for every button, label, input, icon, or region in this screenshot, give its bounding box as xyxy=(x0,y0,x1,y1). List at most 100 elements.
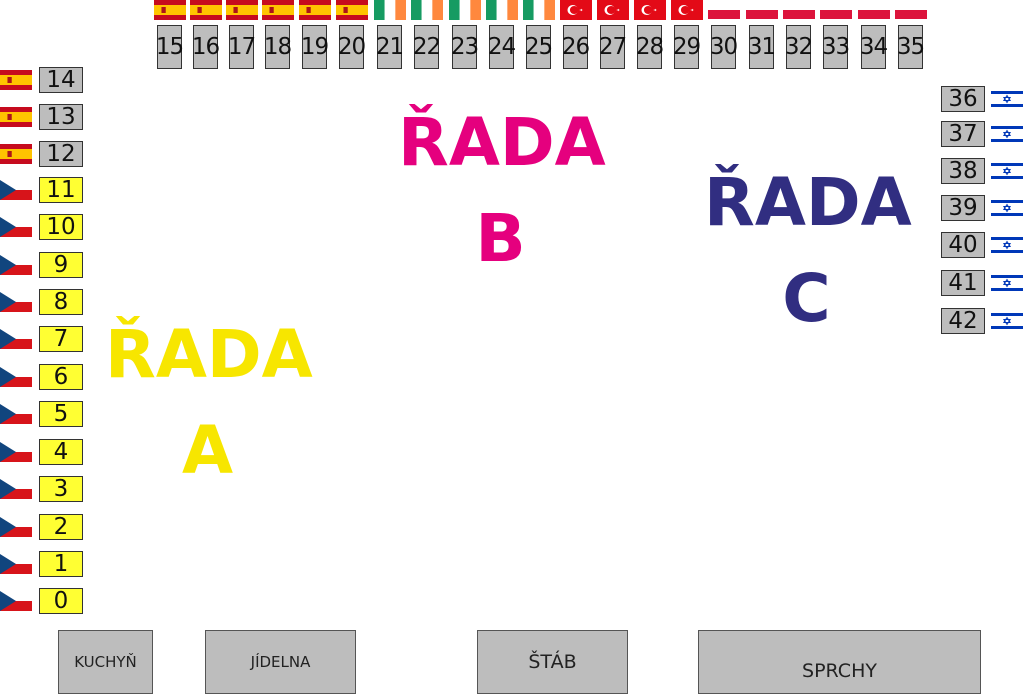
czech-flag-icon xyxy=(0,479,32,499)
czech-flag-icon xyxy=(0,367,32,387)
building-showers: SPRCHY xyxy=(698,630,981,694)
place-box-0: 0 xyxy=(39,588,83,614)
place-box-38: 38 xyxy=(941,158,985,184)
spain-flag-icon xyxy=(299,0,331,20)
place-box-12: 12 xyxy=(39,141,83,167)
israel-flag-icon xyxy=(991,161,1023,181)
red-stripe-flag-icon xyxy=(858,10,890,19)
spain-flag-icon xyxy=(190,0,222,20)
ireland-flag-icon xyxy=(523,0,555,20)
place-box-17: 17 xyxy=(228,25,256,69)
place-box-26: 26 xyxy=(562,25,590,69)
czech-flag-icon xyxy=(0,292,32,312)
red-stripe-flag-icon xyxy=(820,10,852,19)
building-kitchen: KUCHYŇ xyxy=(58,630,153,694)
place-box-27: 27 xyxy=(599,25,627,69)
row-a-letter: A xyxy=(181,412,234,489)
czech-flag-icon xyxy=(0,217,32,237)
israel-flag-icon xyxy=(991,273,1023,293)
turkey-flag-icon xyxy=(560,0,592,20)
place-box-14: 14 xyxy=(39,67,83,93)
building-staff-label: ŠTÁB xyxy=(528,651,577,673)
place-box-2: 2 xyxy=(39,514,83,540)
row-c-label: ŘADA C xyxy=(704,164,912,337)
place-box-20: 20 xyxy=(338,25,366,69)
spain-flag-icon xyxy=(262,0,294,20)
place-box-1: 1 xyxy=(39,551,83,577)
czech-flag-icon xyxy=(0,554,32,574)
red-stripe-flag-icon xyxy=(746,10,778,19)
place-box-28: 28 xyxy=(636,25,664,69)
place-box-30: 30 xyxy=(710,25,738,69)
place-box-10: 10 xyxy=(39,214,83,240)
spain-flag-icon xyxy=(226,0,258,20)
place-box-41: 41 xyxy=(941,270,985,296)
czech-flag-icon xyxy=(0,180,32,200)
red-stripe-flag-icon xyxy=(783,10,815,19)
building-dining: JÍDELNA xyxy=(205,630,356,694)
place-box-35: 35 xyxy=(897,25,925,69)
czech-flag-icon xyxy=(0,442,32,462)
place-box-36: 36 xyxy=(941,86,985,112)
row-c-letter: C xyxy=(782,260,831,337)
place-box-9: 9 xyxy=(39,252,83,278)
row-b-title: ŘADA xyxy=(398,104,606,181)
place-box-37: 37 xyxy=(941,121,985,147)
turkey-flag-icon xyxy=(634,0,666,20)
place-box-40: 40 xyxy=(941,232,985,258)
israel-flag-icon xyxy=(991,198,1023,218)
ireland-flag-icon xyxy=(449,0,481,20)
row-b-label: ŘADA B xyxy=(398,104,606,277)
israel-flag-icon xyxy=(991,124,1023,144)
place-box-33: 33 xyxy=(822,25,850,69)
place-box-42: 42 xyxy=(941,308,985,334)
place-box-25: 25 xyxy=(525,25,553,69)
place-box-7: 7 xyxy=(39,326,83,352)
place-box-29: 29 xyxy=(673,25,701,69)
building-kitchen-label: KUCHYŇ xyxy=(74,653,137,671)
building-showers-label: SPRCHY xyxy=(802,660,877,682)
place-box-3: 3 xyxy=(39,476,83,502)
place-box-6: 6 xyxy=(39,364,83,390)
place-box-11: 11 xyxy=(39,177,83,203)
ireland-flag-icon xyxy=(374,0,406,20)
spain-flag-icon xyxy=(154,0,186,20)
place-box-31: 31 xyxy=(748,25,776,69)
row-a-title: ŘADA xyxy=(105,316,313,393)
place-box-18: 18 xyxy=(264,25,292,69)
israel-flag-icon xyxy=(991,235,1023,255)
place-box-22: 22 xyxy=(413,25,441,69)
turkey-flag-icon xyxy=(597,0,629,20)
spain-flag-icon xyxy=(0,144,32,164)
ireland-flag-icon xyxy=(411,0,443,20)
czech-flag-icon xyxy=(0,255,32,275)
place-box-4: 4 xyxy=(39,439,83,465)
red-stripe-flag-icon xyxy=(895,10,927,19)
place-box-15: 15 xyxy=(156,25,184,69)
spain-flag-icon xyxy=(0,70,32,90)
building-dining-label: JÍDELNA xyxy=(250,653,311,671)
row-c-title: ŘADA xyxy=(704,164,912,241)
row-a-label: ŘADA A xyxy=(105,316,313,489)
place-box-39: 39 xyxy=(941,195,985,221)
place-box-34: 34 xyxy=(860,25,888,69)
building-staff: ŠTÁB xyxy=(477,630,628,694)
place-box-8: 8 xyxy=(39,289,83,315)
spain-flag-icon xyxy=(0,107,32,127)
czech-flag-icon xyxy=(0,329,32,349)
place-box-23: 23 xyxy=(451,25,479,69)
place-box-5: 5 xyxy=(39,401,83,427)
ireland-flag-icon xyxy=(486,0,518,20)
israel-flag-icon xyxy=(991,311,1023,331)
red-stripe-flag-icon xyxy=(708,10,740,19)
place-box-32: 32 xyxy=(785,25,813,69)
czech-flag-icon xyxy=(0,517,32,537)
place-box-24: 24 xyxy=(488,25,516,69)
israel-flag-icon xyxy=(991,89,1023,109)
czech-flag-icon xyxy=(0,591,32,611)
turkey-flag-icon xyxy=(671,0,703,20)
place-box-13: 13 xyxy=(39,104,83,130)
row-b-letter: B xyxy=(475,200,526,277)
place-box-19: 19 xyxy=(301,25,329,69)
czech-flag-icon xyxy=(0,404,32,424)
